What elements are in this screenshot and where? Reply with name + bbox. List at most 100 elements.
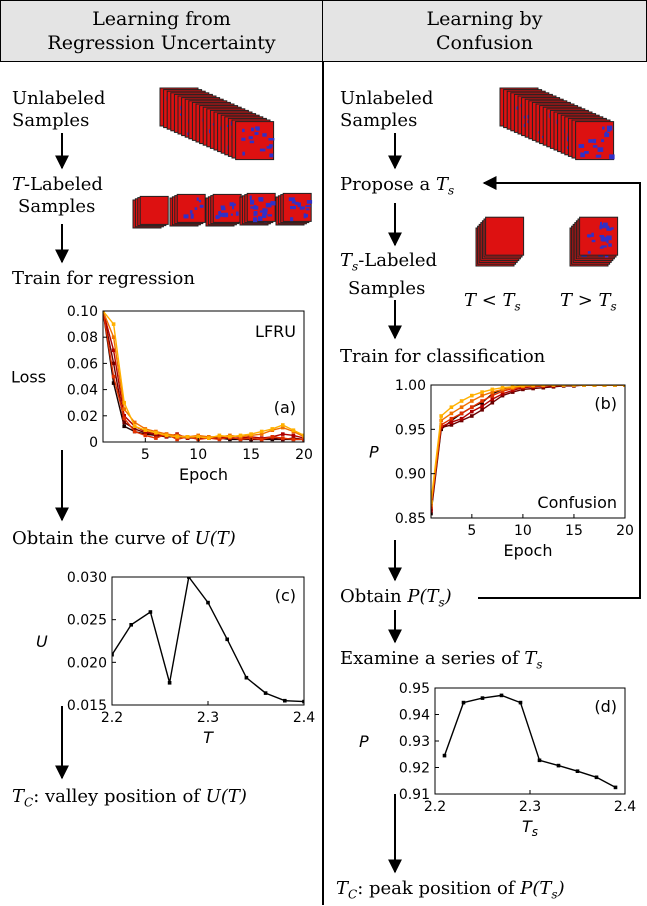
chart-d-point (613, 785, 618, 790)
unlabeled-stack-right (499, 87, 615, 161)
chart-b-frame (430, 384, 626, 519)
chart-d-xtick-label: 2.2 (424, 799, 446, 815)
chart-c-point (225, 637, 229, 642)
chart-b-point (470, 414, 474, 418)
chart-b-ylabel: P (369, 443, 379, 462)
chart-c-xtick-label: 2.2 (101, 710, 123, 726)
right-ts-labeled-samples: Ts-Labeled Samples (340, 250, 438, 299)
chart-a-ytick-label: 0.02 (67, 409, 98, 425)
chart-a-xlabel: Epoch (179, 465, 228, 484)
chart-c-ylabel: U (36, 632, 48, 651)
chart-b-series-group (431, 385, 625, 516)
labeled-sample-stack-1-tile (176, 193, 206, 223)
chart-d-ytick-label: 0.91 (399, 787, 430, 803)
chart-b-point (449, 405, 454, 409)
chart-c-point (244, 675, 249, 680)
chart-b-point (602, 385, 607, 387)
chart-a-ytick-label: 0.10 (67, 304, 98, 320)
chart-a-point (291, 437, 296, 442)
chart-b-point (480, 408, 484, 412)
chart-b-point (613, 385, 617, 387)
chart-a-point (259, 432, 264, 436)
right-obtain-p: Obtain P(Ts) (340, 586, 452, 610)
chart-c-series-group (112, 577, 304, 704)
chart-a-xtick-label: 15 (242, 447, 260, 463)
chart-a-point (291, 433, 296, 438)
chart-a-point (238, 433, 243, 438)
chart-b-point (449, 423, 454, 427)
chart-a-point (154, 431, 158, 435)
chart-b-annotation: Confusion (537, 493, 617, 512)
chart-a-point (291, 428, 296, 432)
chart-c-xtick-label: 2.3 (197, 710, 219, 726)
chart-a-point (164, 433, 169, 438)
chart-c-point (206, 600, 210, 605)
chart-d-ytick-label: 0.94 (399, 708, 430, 724)
chart-b-point (531, 385, 535, 387)
labeled-sample-stack-4-tile (282, 192, 313, 222)
left-obtain-curve: Obtain the curve of U(T) (12, 528, 236, 549)
chart-a-point (302, 437, 304, 442)
chart-a-point (270, 435, 275, 439)
chart-a-point (132, 429, 137, 434)
stack-t-less-ts (475, 216, 525, 267)
chart-b-ytick-label: 0.90 (395, 467, 426, 483)
chart-d-point (461, 700, 466, 705)
chart-a-point (111, 361, 116, 366)
chart-b-point (470, 393, 474, 398)
column-divider (322, 62, 324, 905)
chart-b-point (592, 385, 597, 387)
chart-a-point (122, 407, 126, 411)
labeled-sample-stack-1 (169, 193, 206, 227)
chart-a-point (281, 425, 285, 430)
labeled-sample-stack-2 (205, 193, 242, 227)
chart-c-ytick-label: 0.025 (67, 613, 107, 629)
chart-a-point (270, 427, 275, 431)
chart-b-point (459, 411, 464, 416)
chart-d-ytick-label: 0.95 (399, 681, 430, 697)
right-result-tc: TC: peak position of P(Ts) (336, 878, 565, 902)
chart-d-panel-label: (d) (594, 697, 617, 716)
labeled-sample-stack-0 (132, 195, 169, 229)
chart-a-xtick-label: 20 (295, 447, 313, 463)
left-t-labeled-samples: T-Labeled Samples (12, 174, 103, 217)
chart-b-point (623, 385, 625, 387)
chart-a-xtick-label: 10 (189, 447, 207, 463)
chart-c-point (263, 691, 268, 695)
chart-b-point (500, 385, 505, 390)
chart-a-point (143, 433, 148, 438)
chart-a-point (111, 374, 116, 379)
chart-b-point (510, 385, 515, 389)
labeled-sample-stack-2-tile (212, 193, 242, 223)
chart-b-point (490, 387, 495, 392)
chart-a-ytick-label: 0.04 (67, 383, 98, 399)
chart-b-point (490, 400, 495, 405)
chart-a-point (122, 420, 126, 425)
chart-a-point (185, 435, 190, 439)
chart-b-point (439, 414, 443, 418)
chart-a-point (132, 427, 137, 431)
chart-b-ytick-label: 0.95 (395, 422, 426, 438)
chart-a-frame (102, 310, 305, 443)
labeled-sample-stack-0-tile (139, 195, 169, 225)
chart-b-point (541, 385, 546, 387)
chart-a-point (111, 381, 116, 385)
chart-c-point (283, 698, 287, 703)
chart-a-series-group (103, 311, 304, 442)
chart-d-point (499, 693, 504, 698)
unlabeled-stack-right-tile (575, 121, 615, 161)
chart-c-point (129, 623, 133, 627)
chart-a-point (175, 435, 179, 439)
chart-b-point (459, 405, 464, 409)
chart-b-point (480, 399, 484, 403)
chart-d-point (594, 775, 599, 780)
chart-c-point (167, 681, 172, 685)
chart-b-ytick-label: 0.85 (395, 511, 426, 527)
chart-b-point (470, 409, 474, 414)
unlabeled-stack-left-tile (235, 121, 275, 161)
